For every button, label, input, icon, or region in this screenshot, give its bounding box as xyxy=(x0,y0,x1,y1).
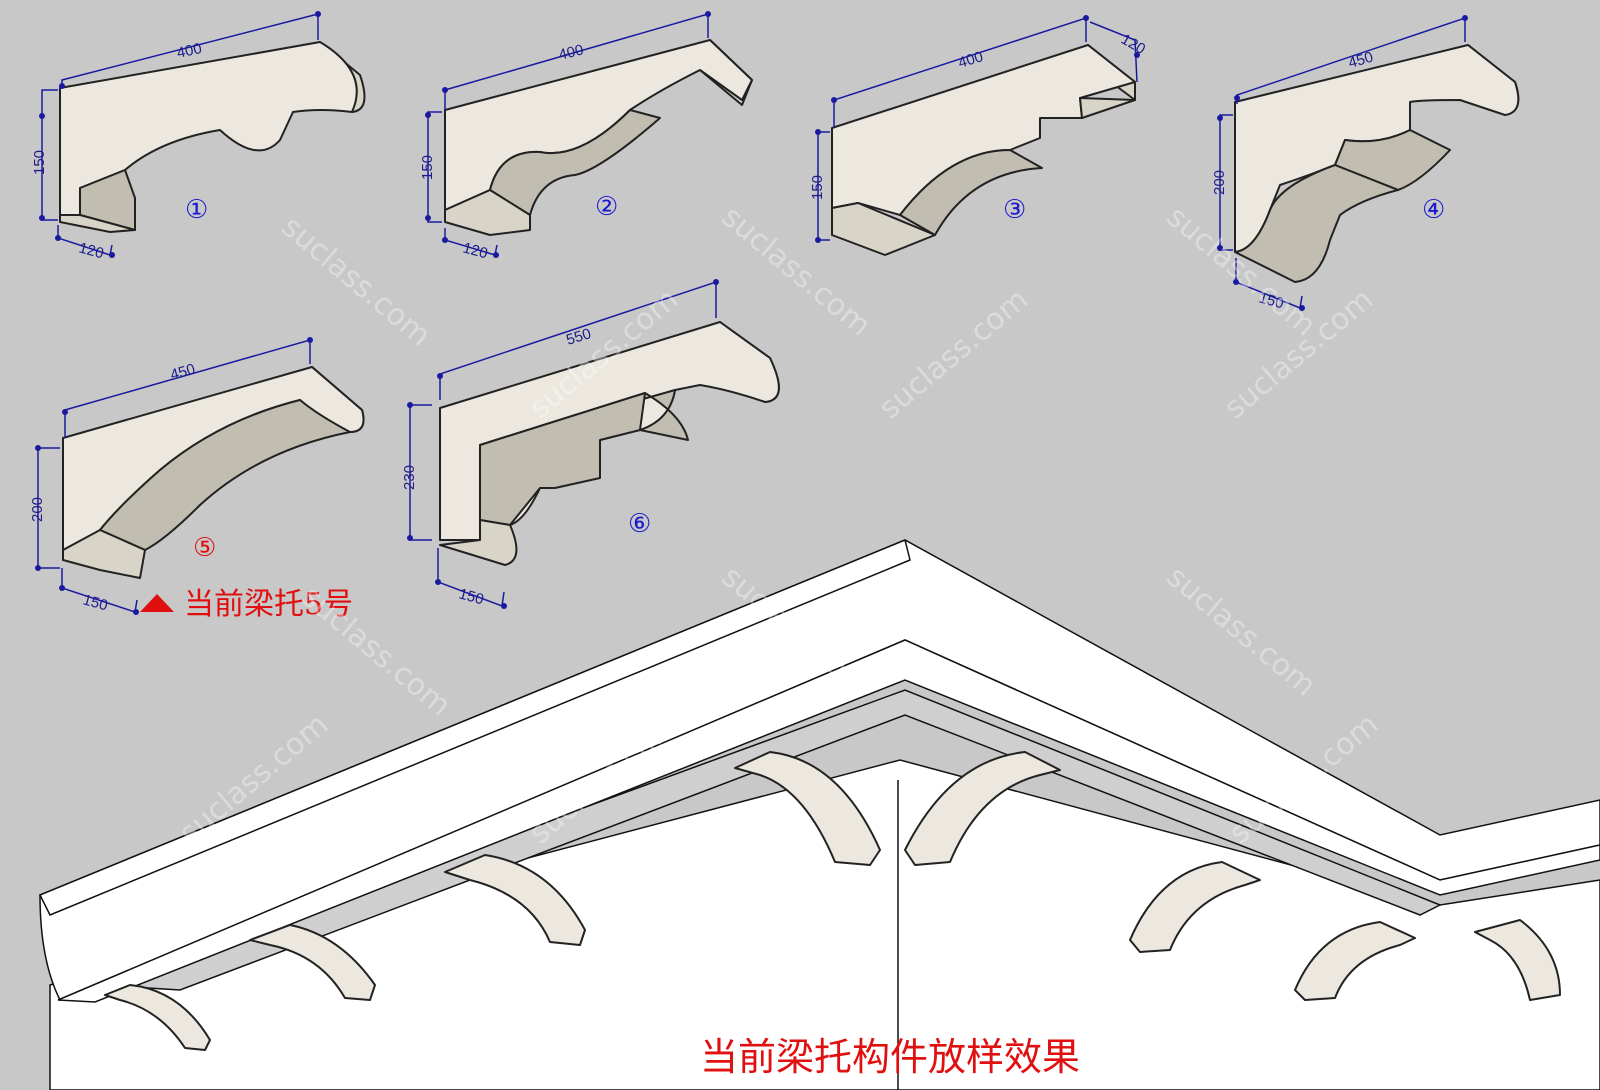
bracket-5: 450 200 150 ⑤ 当前梁托5号 xyxy=(29,337,365,622)
bracket-2-height: 150 xyxy=(419,155,436,180)
bracket-2-number: ② xyxy=(595,192,618,222)
bracket-1-depth: 120 xyxy=(77,239,106,262)
bracket-3-height: 150 xyxy=(809,175,826,200)
bracket-5-height: 200 xyxy=(29,497,46,522)
bracket-3: 400 150 120 ③ xyxy=(809,15,1148,256)
bracket-1: 400 150 120 ① xyxy=(31,11,366,262)
eave-top-band xyxy=(38,538,911,916)
bracket-5-length: 450 xyxy=(168,361,197,384)
bracket-2: 400 150 120 ② xyxy=(419,11,753,262)
bracket-1-length: 400 xyxy=(175,40,203,62)
bracket-6: 550 230 150 ⑥ xyxy=(401,279,780,609)
bracket-4-depth: 150 xyxy=(1257,289,1286,312)
bracket-2-length: 400 xyxy=(557,41,585,64)
bracket-3-length: 400 xyxy=(956,48,985,72)
bracket-1-number: ① xyxy=(185,195,208,225)
bracket-6-height: 230 xyxy=(401,465,418,490)
bracket-3-number: ③ xyxy=(1003,195,1026,225)
watermark: suclass.com xyxy=(1160,559,1322,703)
bracket-6-length: 550 xyxy=(564,325,593,349)
eave-render xyxy=(38,538,1600,1090)
bracket-6-number: ⑥ xyxy=(628,509,651,539)
eave-bottom-moulding xyxy=(57,639,1600,1003)
bracket-6-depth: 150 xyxy=(457,585,486,608)
watermark: suclass.com xyxy=(873,282,1035,426)
bracket-2-depth: 120 xyxy=(461,239,490,262)
watermark: suclass.com xyxy=(295,579,457,723)
bracket-4-length: 450 xyxy=(1346,49,1375,72)
soffit xyxy=(99,689,1442,991)
bracket-1-height: 150 xyxy=(31,150,48,175)
installed-brackets xyxy=(104,751,1561,1051)
watermark: suclass.com xyxy=(275,209,437,353)
bracket-5-number: ⑤ xyxy=(193,533,216,563)
bracket-5-depth: 150 xyxy=(81,591,110,614)
bracket-4-number: ④ xyxy=(1422,195,1445,225)
bottom-caption: 当前梁托构件放样效果 xyxy=(700,1035,1080,1079)
current-marker-arrow-icon xyxy=(140,594,174,612)
current-marker-label: 当前梁托5号 xyxy=(184,587,353,622)
bracket-4-height: 200 xyxy=(1211,170,1228,195)
bracket-4: 450 200 150 ④ xyxy=(1211,15,1520,312)
